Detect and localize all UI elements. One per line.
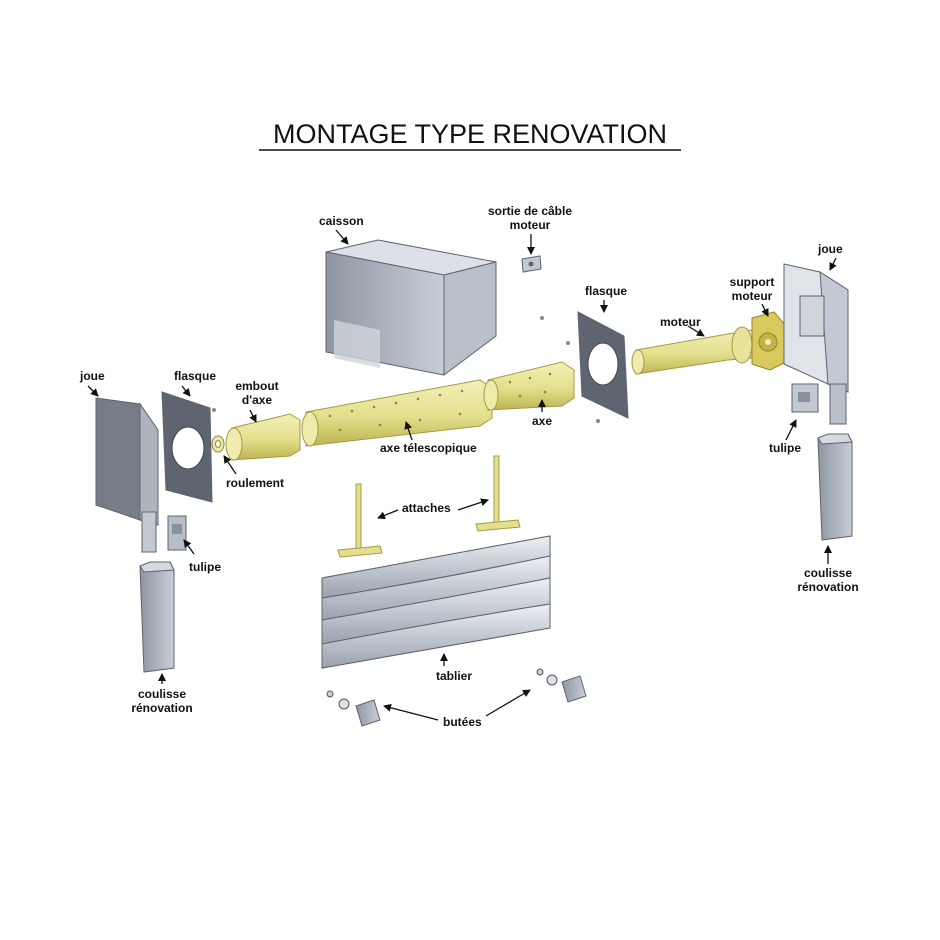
label-joue-right: joue: [817, 242, 843, 256]
tablier-part: [321, 535, 551, 669]
joue-left-part: [95, 397, 159, 553]
label-embout-line2: d'axe: [242, 393, 273, 407]
cable-outlet-part: [521, 255, 542, 273]
axe-part: [483, 361, 575, 411]
label-coulisse-right-line2: rénovation: [797, 580, 858, 594]
flasque-right-part: [577, 311, 629, 419]
label-coulisse-left-line2: rénovation: [131, 701, 192, 715]
label-roulement: roulement: [226, 476, 284, 490]
label-flasque-left: flasque: [174, 369, 216, 383]
label-tulipe-left: tulipe: [189, 560, 221, 574]
label-tulipe-right: tulipe: [769, 441, 801, 455]
attaches-part: [337, 455, 521, 558]
roulement-part: [211, 435, 225, 453]
callout-arrows: [87, 229, 837, 721]
axe-telescopique-part: [301, 379, 493, 447]
label-tablier: tablier: [436, 669, 472, 683]
label-coulisse-left-line1: coulisse: [138, 687, 186, 701]
label-butees: butées: [443, 715, 482, 729]
label-support-line2: moteur: [732, 289, 773, 303]
label-embout-line1: embout: [235, 379, 278, 393]
coulisse-right-part: [817, 433, 853, 541]
label-moteur: moteur: [660, 315, 701, 329]
coulisse-left-part: [139, 561, 175, 673]
moteur-part: [631, 326, 753, 375]
embout-axe-part: [225, 413, 301, 461]
label-axe-telescopique: axe télescopique: [380, 441, 477, 455]
diagram-title: MONTAGE TYPE RENOVATION: [273, 119, 667, 149]
joue-right-part: [783, 263, 849, 425]
flasque-left-part: [161, 391, 213, 503]
label-sortie-cable-line2: moteur: [510, 218, 551, 232]
label-coulisse-right-line1: coulisse: [804, 566, 852, 580]
support-moteur-part: [751, 311, 787, 371]
label-flasque-right: flasque: [585, 284, 627, 298]
label-caisson: caisson: [319, 214, 364, 228]
caisson-part: [325, 239, 497, 376]
tulipe-right-part: [791, 383, 819, 413]
tulipe-left-part: [167, 515, 187, 551]
label-axe: axe: [532, 414, 552, 428]
label-joue-left: joue: [79, 369, 105, 383]
label-sortie-cable-line1: sortie de câble: [488, 204, 572, 218]
label-attaches: attaches: [402, 501, 451, 515]
butees-parts: [326, 668, 587, 727]
label-support-line1: support: [730, 275, 775, 289]
